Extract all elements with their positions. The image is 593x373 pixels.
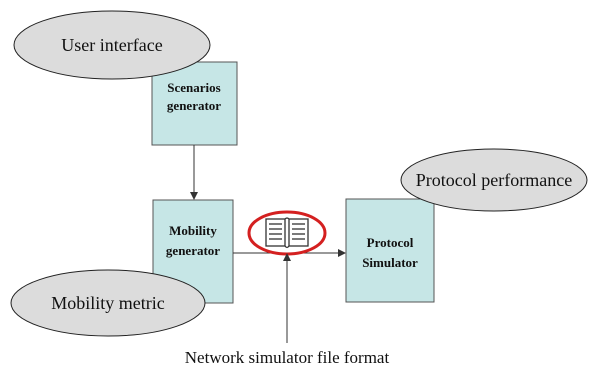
mobility-metric-ellipse	[10, 269, 206, 337]
scenarios-generator-label-line2: generator	[167, 98, 221, 113]
open-book-icon	[265, 217, 309, 249]
protocol-simulator-label-line1: Protocol	[367, 235, 414, 250]
protocol-simulator-node: Protocol Simulator	[345, 198, 435, 303]
protocol-performance-ellipse	[400, 148, 588, 212]
scenarios-generator-box	[151, 61, 238, 146]
file-format-caption: Network simulator file format	[185, 348, 390, 367]
user-interface-label: User interface	[61, 35, 162, 55]
user-interface-node: User interface	[13, 10, 211, 80]
mobility-generator-label-line2: generator	[166, 243, 220, 258]
protocol-simulator-label-line2: Simulator	[362, 255, 418, 270]
file-format-icon-group	[247, 210, 327, 256]
scenarios-generator-label-line1: Scenarios	[167, 80, 220, 95]
scenarios-generator-node: Scenarios generator	[151, 61, 238, 146]
mobility-generator-label-line1: Mobility	[169, 223, 217, 238]
mobility-metric-node: Mobility metric	[10, 269, 206, 337]
protocol-performance-label: Protocol performance	[416, 170, 572, 190]
protocol-simulator-box	[345, 198, 435, 303]
mobility-metric-label: Mobility metric	[51, 293, 164, 313]
protocol-performance-node: Protocol performance	[400, 148, 588, 212]
user-interface-ellipse	[13, 10, 211, 80]
